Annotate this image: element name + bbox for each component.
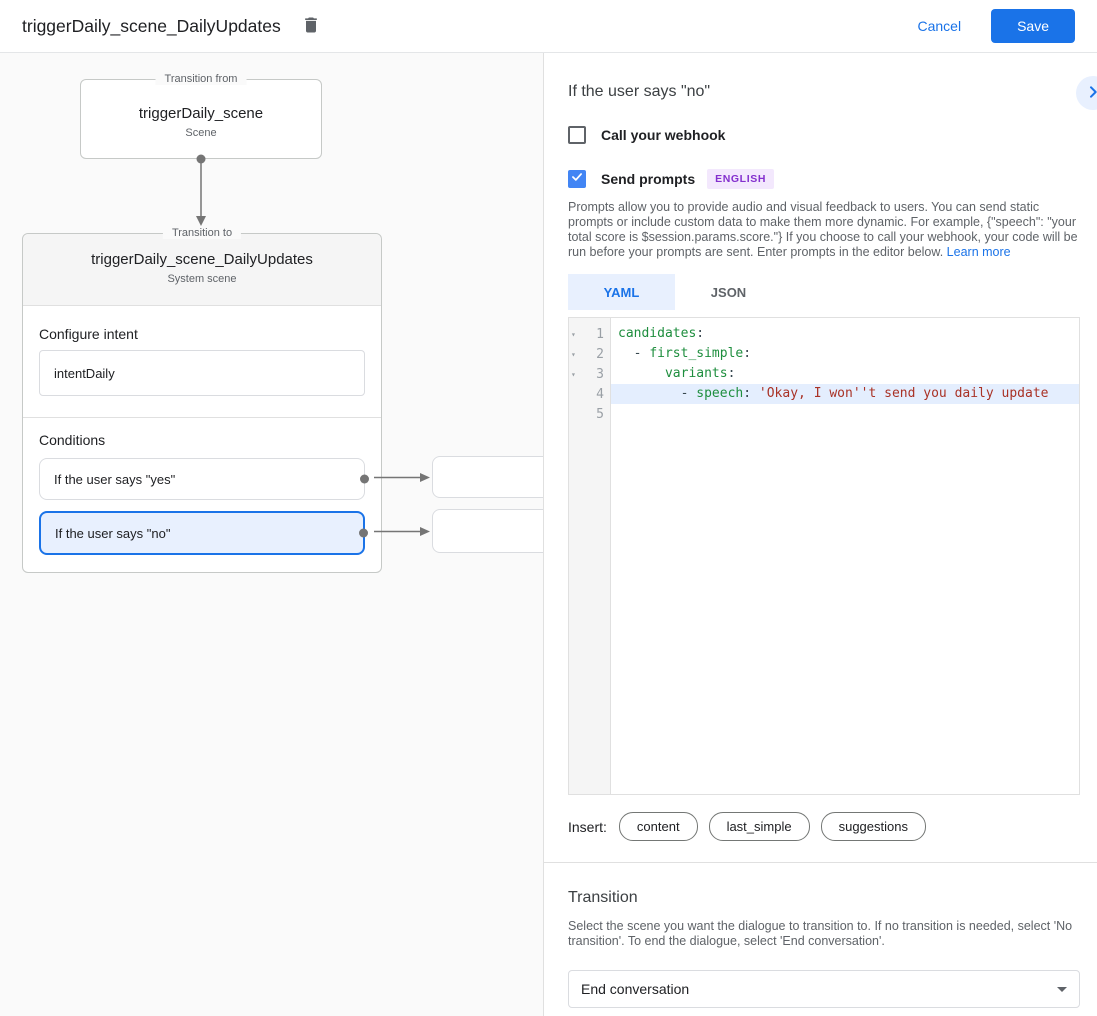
page-title: triggerDaily_scene_DailyUpdates <box>22 15 281 36</box>
condition-item-yes[interactable]: If the user says "yes" <box>39 458 369 500</box>
editor-format-tabs: YAML JSON <box>568 274 1080 310</box>
code-token: 'Okay, I won''t send you daily update <box>758 386 1049 401</box>
call-webhook-label: Call your webhook <box>601 127 726 143</box>
call-webhook-checkbox[interactable] <box>568 126 586 144</box>
code-token: - <box>618 386 697 401</box>
scene-flow-canvas: Transition from triggerDaily_scene Scene… <box>0 53 544 1016</box>
collapse-panel-button[interactable] <box>1076 76 1097 110</box>
code-token: - <box>618 346 650 361</box>
chevron-right-icon <box>1085 84 1097 103</box>
send-prompts-label: Send prompts <box>601 171 696 187</box>
condition-no-label: If the user says "no" <box>55 525 171 541</box>
send-prompts-checkbox[interactable] <box>568 170 586 188</box>
fold-arrow-icon[interactable]: ▾ <box>571 349 576 359</box>
checkmark-icon <box>570 170 584 189</box>
transition-target-node[interactable] <box>432 456 543 498</box>
condition-yes-connector-arrow <box>374 473 430 482</box>
fold-arrow-icon[interactable]: ▾ <box>571 329 576 339</box>
flow-connector-down-arrow <box>196 154 206 226</box>
transition-section-title: Transition <box>568 889 638 906</box>
section-divider <box>544 862 1097 863</box>
transition-to-title: triggerDaily_scene_DailyUpdates <box>91 251 313 268</box>
condition-no-connector-arrow <box>374 527 430 536</box>
code-line[interactable]: - first_simple: <box>611 344 1079 364</box>
language-badge: ENGLISH <box>707 169 774 189</box>
learn-more-link[interactable]: Learn more <box>946 245 1011 259</box>
panel-title: If the user says "no" <box>568 83 711 100</box>
condition-detail-panel: If the user says "no" Call your webhook … <box>544 53 1097 1016</box>
intent-item[interactable]: intentDaily <box>39 350 365 396</box>
line-number: 5 <box>596 406 604 422</box>
code-token: speech <box>696 386 744 401</box>
line-number: 3 <box>596 366 604 382</box>
code-token: : <box>727 366 736 381</box>
transition-from-subtitle: Scene <box>185 127 217 139</box>
insert-chip-suggestions[interactable]: suggestions <box>820 812 926 841</box>
conditions-label: Conditions <box>39 432 106 448</box>
gutter-line[interactable]: ▾2 <box>569 344 610 364</box>
tab-yaml[interactable]: YAML <box>568 274 675 310</box>
gutter-line[interactable]: ▾3 <box>569 364 610 384</box>
line-number: 1 <box>596 326 604 342</box>
save-button[interactable]: Save <box>991 9 1075 43</box>
prompts-description: Prompts allow you to provide audio and v… <box>568 200 1080 260</box>
send-prompts-row: Send prompts ENGLISH <box>568 169 1080 189</box>
line-number: 2 <box>596 346 604 362</box>
dropdown-caret-icon <box>1057 986 1067 992</box>
code-lines[interactable]: candidates: - first_simple: variants: - … <box>611 318 1079 794</box>
main-area: Transition from triggerDaily_scene Scene… <box>0 53 1097 1016</box>
webhook-row: Call your webhook <box>568 126 1080 144</box>
configure-intent-label: Configure intent <box>39 326 138 342</box>
gutter-line[interactable]: 5 <box>569 404 610 424</box>
code-token: first_simple <box>649 346 744 361</box>
transition-from-legend: Transition from <box>155 73 247 85</box>
code-token: variants <box>664 366 728 381</box>
insert-row: Insert: content last_simple suggestions <box>568 812 1080 841</box>
transition-to-subtitle: System scene <box>167 273 237 285</box>
code-token: : <box>696 326 705 341</box>
transition-target-node[interactable] <box>432 509 543 553</box>
code-line[interactable]: - speech: 'Okay, I won''t send you daily… <box>611 384 1079 404</box>
insert-chip-content[interactable]: content <box>618 812 698 841</box>
transition-from-title: triggerDaily_scene <box>138 105 264 122</box>
transition-select[interactable]: End conversation <box>568 970 1080 1008</box>
scene-card-header: triggerDaily_scene_DailyUpdates System s… <box>23 234 381 306</box>
conditions-section: Conditions If the user says "yes" If the… <box>23 417 381 572</box>
insert-chip-last-simple[interactable]: last_simple <box>708 812 810 841</box>
fold-arrow-icon[interactable]: ▾ <box>571 369 576 379</box>
cancel-button[interactable]: Cancel <box>917 18 962 34</box>
line-number: 4 <box>596 386 604 402</box>
tab-json[interactable]: JSON <box>710 284 747 300</box>
code-line[interactable]: variants: <box>611 364 1079 384</box>
insert-label: Insert: <box>568 818 607 835</box>
condition-yes-label: If the user says "yes" <box>54 471 176 487</box>
code-line[interactable]: candidates: <box>611 324 1079 344</box>
transition-from-node[interactable]: Transition from triggerDaily_scene Scene <box>80 73 322 159</box>
gutter-line[interactable]: ▾1 <box>569 324 610 344</box>
transition-to-legend: Transition to <box>162 227 242 239</box>
transition-description: Select the scene you want the dialogue t… <box>568 919 1073 948</box>
transition-select-value: End conversation <box>581 981 690 997</box>
code-token: : <box>743 386 759 401</box>
connector-dot <box>359 528 368 538</box>
top-bar: triggerDaily_scene_DailyUpdates Cancel S… <box>0 0 1097 53</box>
delete-scene-button[interactable] <box>299 14 323 38</box>
gutter-line[interactable]: 4 <box>569 384 610 404</box>
connector-dot <box>360 474 369 484</box>
code-line[interactable] <box>611 404 1079 424</box>
configure-intent-section: Configure intent intentDaily <box>23 306 381 417</box>
transition-to-node[interactable]: Transition to triggerDaily_scene_DailyUp… <box>22 227 382 573</box>
condition-item-no[interactable]: If the user says "no" <box>39 511 368 555</box>
code-token: candidates <box>618 326 697 341</box>
trash-icon <box>301 15 321 38</box>
code-token: : <box>743 346 752 361</box>
prompts-description-text: Prompts allow you to provide audio and v… <box>568 200 1078 259</box>
code-token <box>618 366 665 381</box>
